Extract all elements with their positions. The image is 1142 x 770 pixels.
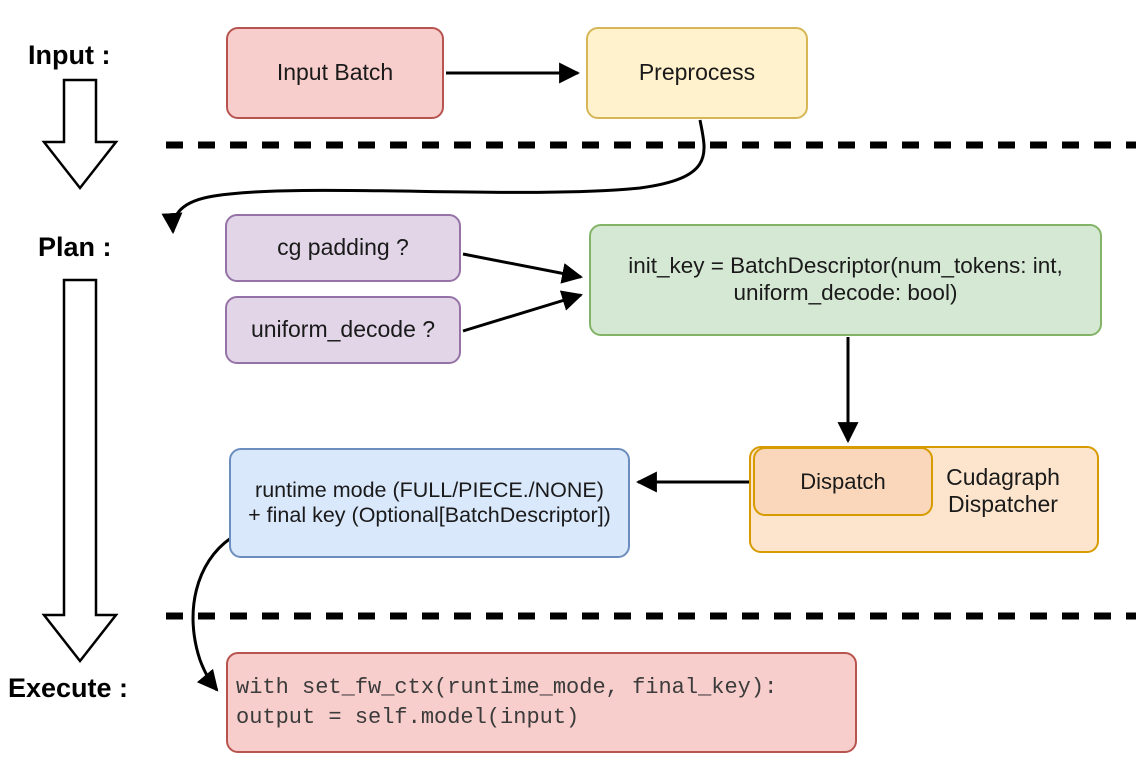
node-execute-code[interactable]: with set_fw_ctx(runtime_mode, final_key)… [226, 652, 857, 753]
node-runtime-mode[interactable]: runtime mode (FULL/PIECE./NONE) + final … [229, 448, 630, 558]
node-init-key-label: init_key = BatchDescriptor(num_tokens: i… [628, 253, 1063, 305]
stage-label-execute: Execute : [8, 673, 129, 703]
edge-uniform-decode-to-init-key [462, 290, 584, 333]
node-preprocess-label: Preprocess [638, 59, 756, 86]
node-input-batch[interactable]: Input Batch [226, 27, 444, 119]
node-preprocess[interactable]: Preprocess [586, 27, 808, 119]
stage-label-plan: Plan : [38, 232, 112, 262]
stage-block-arrow-plan-to-execute [41, 278, 119, 664]
node-uniform-decode[interactable]: uniform_decode ? [225, 296, 461, 364]
node-cg-padding-label: cg padding ? [277, 234, 409, 261]
node-init-key[interactable]: init_key = BatchDescriptor(num_tokens: i… [589, 224, 1102, 336]
edge-cg-padding-to-init-key [462, 252, 584, 284]
node-input-batch-label: Input Batch [276, 59, 394, 86]
node-cg-padding[interactable]: cg padding ? [225, 214, 461, 282]
node-dispatch[interactable]: Dispatch [753, 447, 933, 516]
node-cudagraph-dispatcher-label: Cudagraph Dispatcher [946, 464, 1060, 518]
stage-label-input: Input : [28, 40, 111, 70]
stage-block-arrow-input-to-plan [41, 78, 119, 191]
node-uniform-decode-label: uniform_decode ? [250, 316, 436, 343]
node-runtime-mode-label: runtime mode (FULL/PIECE./NONE) + final … [248, 477, 611, 527]
node-execute-code-label: with set_fw_ctx(runtime_mode, final_key)… [236, 674, 778, 730]
node-dispatch-label: Dispatch [800, 468, 886, 494]
